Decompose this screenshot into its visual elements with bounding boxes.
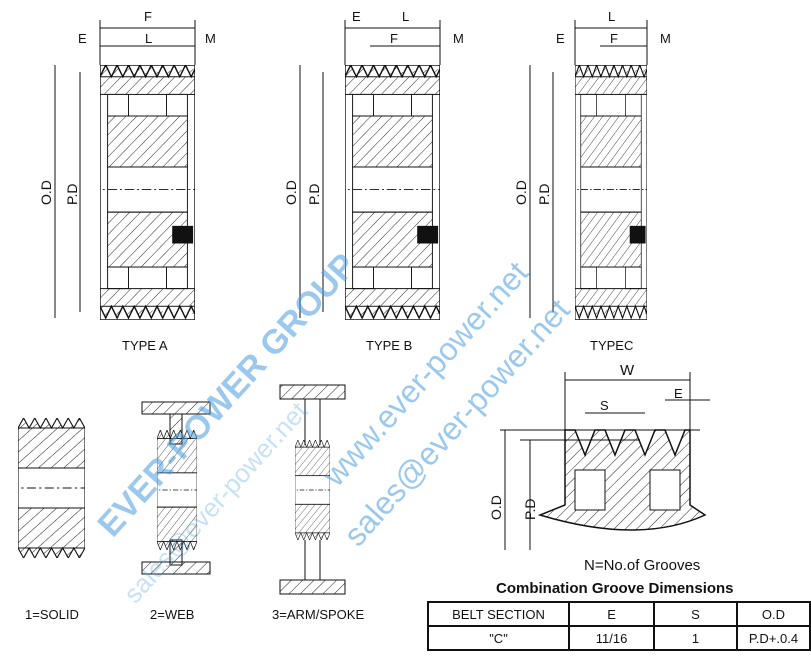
groove-table: BELT SECTION E S O.D "C" 11/16 1 P.D+.0.…: [426, 601, 811, 651]
dim-f-b: F: [390, 31, 398, 46]
pd-label-groove: P.D: [522, 498, 538, 520]
dim-w: W: [620, 362, 635, 379]
dim-l-c: L: [608, 9, 616, 24]
pd-label-a: P.D: [64, 183, 80, 205]
header-od: O.D: [735, 601, 811, 627]
pd-label-b: P.D: [306, 183, 322, 205]
dim-s: S: [600, 398, 609, 413]
solid-pulley: [18, 418, 85, 558]
dim-l-a: L: [145, 31, 153, 46]
header-s: S: [653, 601, 738, 627]
dim-m-a: M: [205, 31, 216, 46]
table-header-row: BELT SECTION E S O.D: [426, 601, 811, 627]
header-belt-section: BELT SECTION: [426, 601, 571, 627]
table-title: Combination Groove Dimensions: [496, 580, 734, 597]
dim-f-a: F: [144, 9, 152, 24]
arm-spoke-label: 3=ARM/SPOKE: [272, 607, 365, 622]
solid-label: 1=SOLID: [25, 607, 79, 622]
type-c-pulley: [575, 65, 647, 320]
dim-e-b: E: [352, 9, 361, 24]
dim-m-c: M: [660, 31, 671, 46]
dimension-lines: [54, 20, 648, 318]
dim-f-c: F: [610, 31, 618, 46]
od-label-groove: O.D: [488, 495, 504, 520]
grooves-note: N=No.of Grooves: [584, 557, 701, 574]
type-a-label: TYPE A: [122, 338, 168, 353]
dim-l-b: L: [402, 9, 410, 24]
cell-od: P.D+.0.4: [735, 625, 811, 651]
dim-m-b: M: [453, 31, 464, 46]
type-a-pulley: [100, 65, 195, 320]
type-c-label: TYPEC: [590, 338, 634, 353]
cell-e: 11/16: [568, 625, 656, 651]
od-label-c: O.D: [513, 180, 529, 205]
header-e: E: [568, 601, 656, 627]
od-label-a: O.D: [38, 180, 54, 205]
arm-spoke-pulley: [279, 384, 346, 595]
table-row: "C" 11/16 1 P.D+.0.4: [426, 625, 811, 651]
cell-s: 1: [653, 625, 738, 651]
od-label-b: O.D: [283, 180, 299, 205]
dim-e-c: E: [556, 31, 565, 46]
groove-detail: [500, 372, 710, 550]
dim-e-groove: E: [674, 386, 683, 401]
web-label: 2=WEB: [150, 607, 195, 622]
dim-e-a: E: [78, 31, 87, 46]
pd-label-c: P.D: [536, 183, 552, 205]
cell-belt-section: "C": [426, 625, 571, 651]
web-pulley: [141, 401, 211, 575]
type-b-label: TYPE B: [366, 338, 413, 353]
